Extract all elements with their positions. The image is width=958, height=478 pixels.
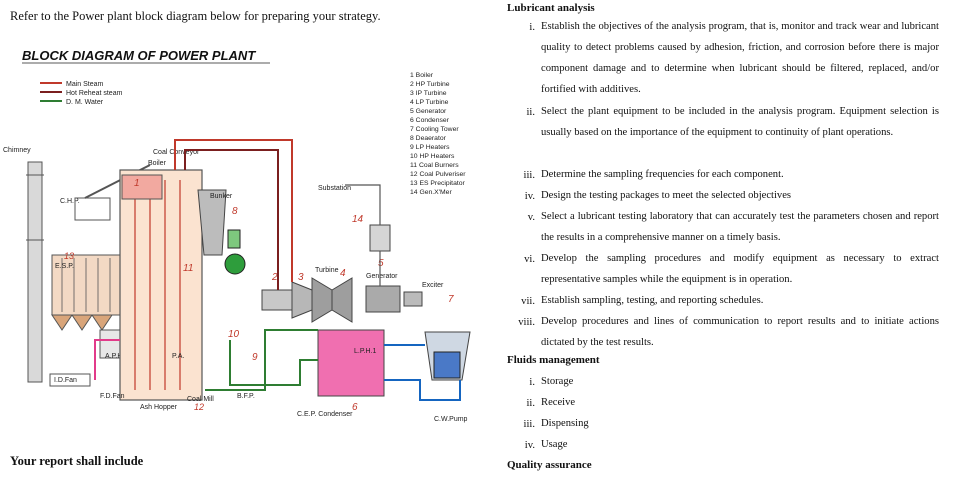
num-10: 10 [228, 329, 240, 340]
turbine-label: Turbine [315, 267, 339, 274]
item-number: viii. [518, 317, 535, 328]
bunker-label: Bunker [210, 193, 233, 200]
item-number: i. [529, 22, 535, 33]
component-14: 14 Gen.X'Mer [410, 189, 452, 196]
item-text: Receive [541, 397, 576, 408]
item-text: Develop the sampling procedures and modi… [541, 253, 939, 285]
component-5: 5 Generator [410, 108, 447, 115]
chimney-label: Chimney [3, 147, 31, 154]
item-number: iv. [524, 191, 535, 202]
component-11: 11 Coal Burners [410, 162, 459, 169]
chp-label: C.H.P. [60, 198, 80, 205]
item-text: Develop procedures and lines of communic… [541, 316, 939, 348]
component-12: 12 Coal Pulveriser [410, 171, 466, 178]
exciter-label: Exciter [422, 282, 444, 289]
right-panel: Lubricant analysis i. Establish the obje… [507, 0, 947, 478]
cw-pump-label: C.W.Pump [434, 416, 468, 423]
num-1: 1 [134, 178, 140, 189]
coal-conveyor-label: Coal Conveyor [153, 149, 200, 156]
lph1-label: L.P.H.1 [354, 348, 377, 355]
item-number: ii. [526, 398, 535, 409]
component-6: 6 Condenser [410, 117, 450, 124]
ash-hopper-label: Ash Hopper [140, 404, 178, 411]
id-fan-label: I.D.Fan [54, 377, 77, 384]
legend-dm-water: D. M. Water [66, 99, 104, 106]
boiler-label: Boiler [148, 160, 167, 167]
aph-label: A.P.H. [105, 353, 124, 360]
item-text: Storage [541, 376, 574, 387]
component-2: 2 HP Turbine [410, 81, 450, 88]
item-number: iv. [524, 440, 535, 451]
quality-heading: Quality assurance [507, 459, 592, 471]
num-5: 5 [378, 258, 384, 269]
component-7: 7 Cooling Tower [410, 126, 459, 133]
intro-text: Refer to the Power plant block diagram b… [10, 9, 381, 23]
item-number: i. [529, 377, 535, 388]
component-4: 4 LP Turbine [410, 99, 449, 106]
legend-main-steam: Main Steam [66, 81, 104, 88]
num-13: 13 [64, 251, 74, 261]
fluids-heading: Fluids management [507, 354, 600, 366]
legend-hot-reheat: Hot Reheat steam [66, 90, 123, 97]
pa-label: P.A. [172, 353, 184, 360]
component-8: 8 Deaerator [410, 135, 447, 142]
item-number: ii. [526, 107, 535, 118]
bfp-label: B.F.P. [237, 393, 255, 400]
component-10: 10 HP Heaters [410, 153, 455, 160]
num-3: 3 [298, 272, 304, 283]
item-text: Establish the objectives of the analysis… [541, 21, 939, 95]
lubricant-heading: Lubricant analysis [507, 2, 595, 14]
esp-label: E.S.P. [55, 263, 74, 270]
item-number: vi. [524, 254, 535, 265]
item-text: Design the testing packages to meet the … [541, 190, 792, 201]
item-number: vii. [521, 296, 535, 307]
num-8: 8 [232, 206, 238, 217]
component-1: 1 Boiler [410, 72, 434, 79]
item-number: iii. [523, 170, 535, 181]
footer-text: Your report shall include [10, 454, 144, 468]
left-panel: Refer to the Power plant block diagram b… [0, 9, 496, 468]
num-4: 4 [340, 268, 346, 279]
substation-label: Substation [318, 185, 351, 192]
num-14: 14 [352, 214, 364, 225]
num-2: 2 [271, 272, 278, 283]
coal-mill-label: Coal Mill [187, 396, 214, 403]
num-9: 9 [252, 352, 258, 363]
item-text: Determine the sampling frequencies for e… [541, 169, 784, 180]
num-7: 7 [448, 294, 454, 305]
component-3: 3 IP Turbine [410, 90, 447, 97]
num-11: 11 [183, 263, 193, 274]
num-12: 12 [194, 402, 204, 412]
diagram-title: BLOCK DIAGRAM OF POWER PLANT [22, 48, 256, 63]
item-number: iii. [523, 419, 535, 430]
item-text: Select the plant equipment to be include… [541, 106, 939, 138]
item-text: Usage [541, 439, 568, 450]
item-text: Dispensing [541, 418, 589, 429]
num-6: 6 [352, 402, 358, 413]
component-9: 9 LP Heaters [410, 144, 450, 151]
cep-condenser-label: C.E.P. Condenser [297, 411, 353, 418]
item-text: Establish sampling, testing, and reporti… [541, 295, 764, 306]
item-number: v. [527, 212, 535, 223]
item-text: Select a lubricant testing laboratory th… [541, 211, 939, 243]
component-13: 13 ES Precipitator [410, 180, 466, 187]
fd-fan-label: F.D.Fan [100, 393, 125, 400]
generator-label: Generator [366, 273, 398, 280]
power-plant-diagram: BLOCK DIAGRAM OF POWER PLANT Main Steam … [0, 40, 496, 430]
